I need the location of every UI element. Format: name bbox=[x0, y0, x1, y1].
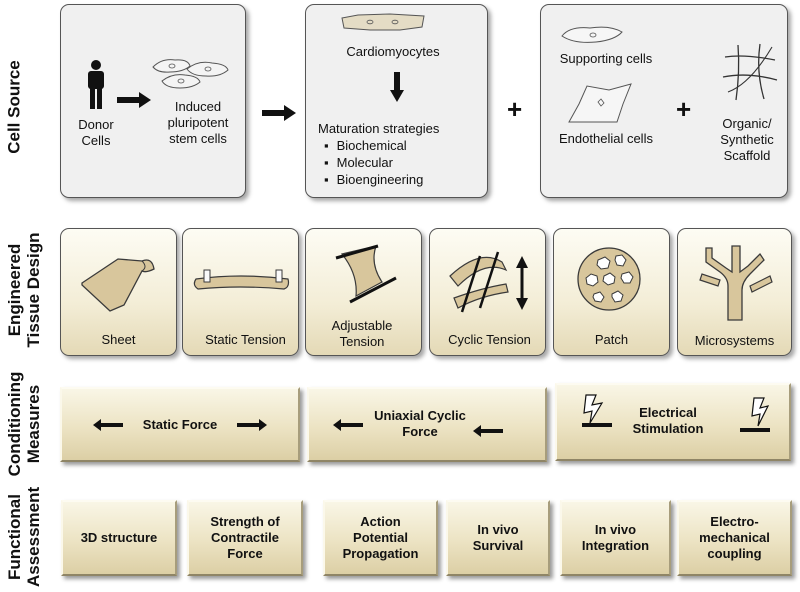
maturation-item: Biochemical bbox=[324, 137, 423, 154]
assessment-label: Strength of Contractile Force bbox=[210, 514, 280, 561]
row-label-conditioning: Conditioning Measures bbox=[5, 369, 43, 479]
static-tension-icon bbox=[193, 269, 290, 290]
row-label-tissue-design-text: Engineered Tissue Design bbox=[5, 232, 43, 348]
cardiomyocyte-icon bbox=[341, 13, 425, 31]
endothelial-cell-icon bbox=[568, 83, 632, 123]
arrow-right-icon bbox=[262, 105, 296, 121]
design-label: Patch bbox=[594, 332, 629, 347]
arrow-down-icon bbox=[390, 72, 404, 102]
assessment-electromechanical: Electro-mechanical coupling bbox=[677, 500, 792, 576]
design-card-static-tension bbox=[182, 228, 299, 356]
arrow-right-icon bbox=[237, 419, 267, 431]
assessment-action-potential: Action Potential Propagation bbox=[323, 500, 438, 576]
cyclic-tension-icon bbox=[449, 251, 528, 313]
cardiomyocytes-label: Cardiomyocytes bbox=[346, 44, 440, 59]
electrical-stimulation-text: Electrical Stimulation bbox=[632, 405, 704, 436]
assessment-label: In vivo Integration bbox=[581, 522, 650, 553]
scaffold-icon bbox=[722, 43, 778, 101]
person-icon bbox=[88, 60, 104, 109]
maturation-title: Maturation strategies bbox=[318, 121, 440, 136]
assessment-in-vivo-survival: In vivo Survival bbox=[446, 500, 550, 576]
arrow-right-icon bbox=[117, 92, 151, 108]
arrow-left-icon bbox=[473, 425, 503, 437]
scaffold-label: Organic/ Synthetic Scaffold bbox=[708, 116, 786, 164]
design-label-text: Adjustable Tension bbox=[331, 318, 393, 349]
design-label: Microsystems bbox=[694, 333, 775, 348]
endothelial-cells-label: Endothelial cells bbox=[559, 131, 653, 146]
ipsc-cells-icon bbox=[152, 59, 229, 89]
arrow-left-icon bbox=[333, 419, 363, 431]
scaffold-text: Organic/ Synthetic Scaffold bbox=[720, 116, 774, 163]
assessment-label: Electro-mechanical coupling bbox=[699, 514, 770, 561]
design-label: Cyclic Tension bbox=[448, 332, 531, 347]
ipsc-label: Induced pluripotent stem cells bbox=[167, 99, 229, 146]
plus-sign: + bbox=[676, 94, 692, 124]
row-label-functional: Functional Assessment bbox=[5, 487, 43, 587]
row-label-conditioning-text: Conditioning Measures bbox=[5, 371, 43, 477]
cyclic-force-text: Uniaxial Cyclic Force bbox=[374, 408, 466, 439]
tissue-sheet-icon bbox=[81, 258, 155, 312]
assessment-label: Action Potential Propagation bbox=[342, 514, 419, 561]
row-label-cell-source: Cell Source bbox=[4, 60, 24, 154]
maturation-list: Biochemical Molecular Bioengineering bbox=[324, 137, 424, 188]
patch-icon bbox=[577, 247, 641, 311]
lightning-bolt-icon bbox=[582, 394, 612, 427]
assessment-contractile-force: Strength of Contractile Force bbox=[187, 500, 303, 576]
static-force-label: Static Force bbox=[142, 417, 218, 432]
row-label-tissue-design: Engineered Tissue Design bbox=[5, 230, 43, 350]
donor-cells-label: Donor Cells bbox=[78, 117, 114, 148]
lightning-bolt-icon bbox=[740, 397, 770, 432]
design-label: Adjustable Tension bbox=[312, 318, 412, 350]
microsystems-icon bbox=[699, 245, 773, 321]
maturation-item: Bioengineering bbox=[324, 171, 424, 188]
adjustable-tension-icon bbox=[335, 244, 397, 304]
electrical-stimulation-label: Electrical Stimulation bbox=[614, 404, 722, 438]
assessment-label: 3D structure bbox=[80, 530, 158, 545]
arrow-left-icon bbox=[93, 419, 123, 431]
row-label-functional-text: Functional Assessment bbox=[5, 486, 43, 587]
maturation-item: Molecular bbox=[324, 154, 423, 171]
design-label: Sheet bbox=[101, 332, 136, 347]
supporting-cell-icon bbox=[561, 26, 623, 43]
assessment-3d-structure: 3D structure bbox=[61, 500, 177, 576]
plus-sign: + bbox=[507, 94, 523, 124]
assessment-in-vivo-integration: In vivo Integration bbox=[560, 500, 671, 576]
supporting-cells-label: Supporting cells bbox=[559, 51, 653, 66]
cyclic-force-label: Uniaxial Cyclic Force bbox=[370, 407, 470, 441]
assessment-label: In vivo Survival bbox=[472, 522, 524, 553]
design-label: Static Tension bbox=[205, 332, 286, 347]
